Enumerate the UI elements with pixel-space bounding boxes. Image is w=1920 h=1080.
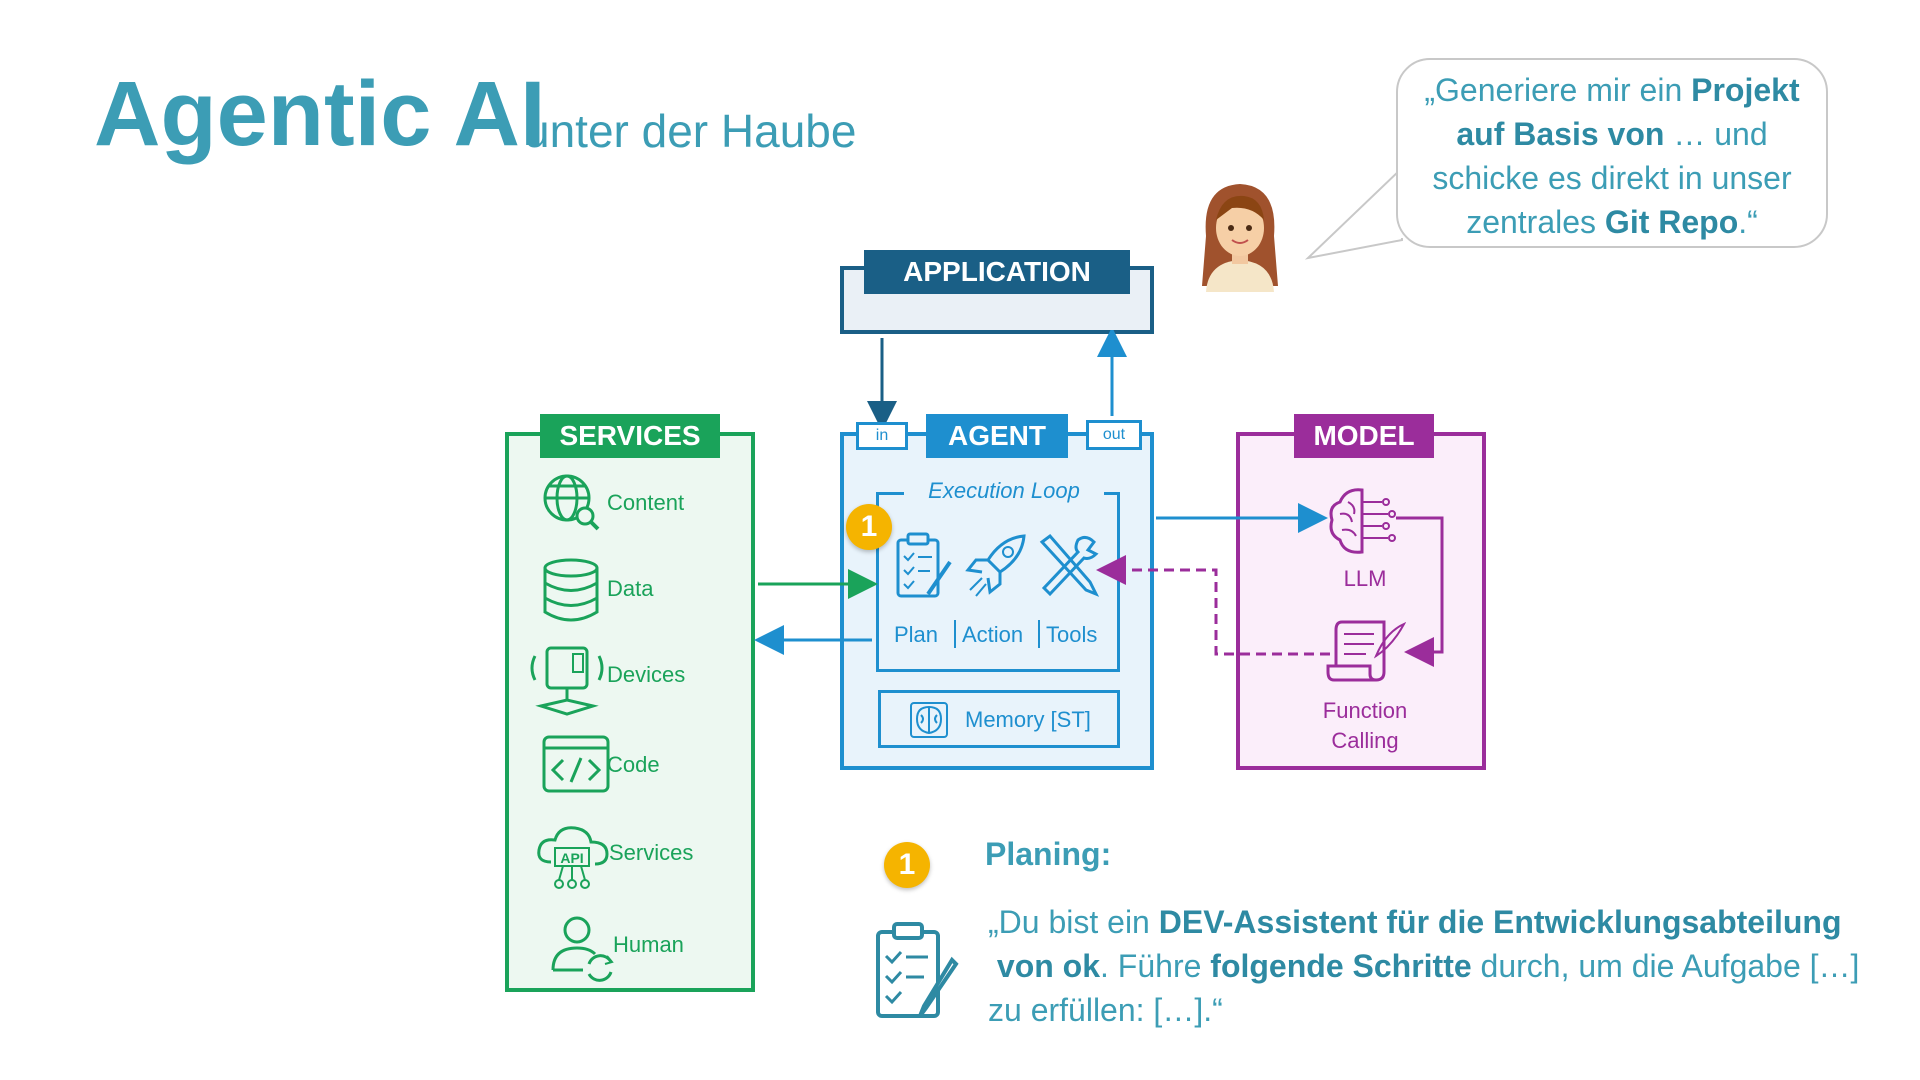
bubble-bold: Projekt — [1691, 72, 1800, 108]
service-item-label: Human — [613, 932, 684, 957]
plan-text-bold: von ok — [996, 948, 1101, 984]
planing-text: „Du bist ein DEV-Assistent für die Entwi… — [988, 900, 1888, 1032]
service-item-code: Code — [509, 734, 749, 804]
plan-text-bold: DEV-Assistent für die Entwicklungsabteil… — [1158, 904, 1842, 940]
function-calling-line: Calling — [1331, 728, 1399, 753]
services-box: Content Data Devices Code — [505, 432, 755, 992]
service-item-data: Data — [509, 558, 749, 628]
bubble-text: schicke es direkt in unser — [1432, 160, 1792, 196]
tools-icon — [1039, 533, 1100, 597]
service-item-label: Code — [607, 752, 660, 777]
plan-text-part: durch, um die Aufgabe […] — [1471, 948, 1860, 984]
service-item-content: Content — [509, 472, 749, 542]
speech-bubble-tail — [1304, 170, 1404, 260]
rocket-action-icon — [965, 534, 1026, 597]
agent-box: Execution Loop Plan Action Tools Memory — [840, 432, 1154, 770]
divider — [1038, 620, 1040, 648]
function-calling-line: Function — [1322, 698, 1408, 723]
application-label: APPLICATION — [864, 250, 1130, 294]
execution-loop-label: Execution Loop — [904, 478, 1104, 504]
service-item-services: API Services — [509, 822, 749, 892]
tools-label: Tools — [1046, 622, 1098, 647]
bubble-bold: Git Repo — [1604, 204, 1739, 240]
globe-search-icon — [543, 474, 600, 531]
speech-bubble: „Generiere mir ein Projekt auf Basis von… — [1396, 58, 1828, 248]
planing-badge: 1 — [884, 842, 930, 888]
page-title: Agentic AI — [94, 63, 546, 165]
brain-memory-icon — [910, 702, 948, 738]
services-label: SERVICES — [540, 414, 720, 458]
service-item-label: Data — [607, 576, 654, 601]
clipboard-icon — [876, 922, 959, 1018]
model-box: LLM Function Calling — [1236, 432, 1486, 770]
cloud-api-icon: API — [537, 826, 609, 889]
planing-heading: Planing: — [985, 836, 1112, 872]
step-badge: 1 — [846, 504, 892, 550]
function-calling-label: Function Calling — [1240, 696, 1490, 756]
agent-out-port: out — [1086, 420, 1142, 450]
action-label: Action — [962, 622, 1024, 647]
app-agent-arrows — [867, 330, 1127, 430]
bubble-bold: auf Basis von — [1456, 116, 1665, 152]
person-icon — [551, 916, 614, 982]
service-item-label: Content — [607, 490, 685, 515]
plan-text-part: . Führe — [1100, 948, 1211, 984]
agent-in-port: in — [856, 422, 908, 450]
bubble-text: „Generiere mir ein — [1424, 72, 1692, 108]
page-subtitle: unter der Haube — [524, 105, 857, 157]
service-item-label: Services — [609, 840, 694, 865]
memory-label: Memory [ST] — [965, 707, 1091, 732]
plan-text-part: zu erfüllen: […].“ — [988, 992, 1223, 1028]
bubble-text: zentrales — [1466, 204, 1605, 240]
divider — [954, 620, 956, 648]
service-item-label: Devices — [607, 662, 686, 687]
plan-text-bold: folgende Schritte — [1210, 948, 1472, 984]
plan-text-part: „Du bist ein — [988, 904, 1159, 940]
scroll-function-icon — [1326, 620, 1406, 682]
model-label: MODEL — [1294, 414, 1434, 458]
service-item-devices: Devices — [509, 644, 749, 716]
agent-label: AGENT — [926, 414, 1068, 458]
llm-label: LLM — [1343, 566, 1387, 591]
database-icon — [543, 558, 599, 622]
service-item-human: Human — [509, 914, 749, 984]
clipboard-plan-icon — [896, 532, 952, 598]
application-box-edge — [840, 266, 864, 270]
bubble-text: … und — [1664, 116, 1768, 152]
svg-text:API: API — [560, 850, 583, 866]
plan-label: Plan — [894, 622, 939, 647]
bubble-text: .“ — [1738, 204, 1758, 240]
code-icon — [542, 735, 610, 793]
memory-box: Memory [ST] — [878, 690, 1120, 748]
application-box-edge — [1130, 266, 1154, 270]
device-icon — [530, 646, 604, 716]
brain-llm-icon — [1329, 488, 1396, 554]
user-avatar-icon — [1202, 184, 1278, 292]
